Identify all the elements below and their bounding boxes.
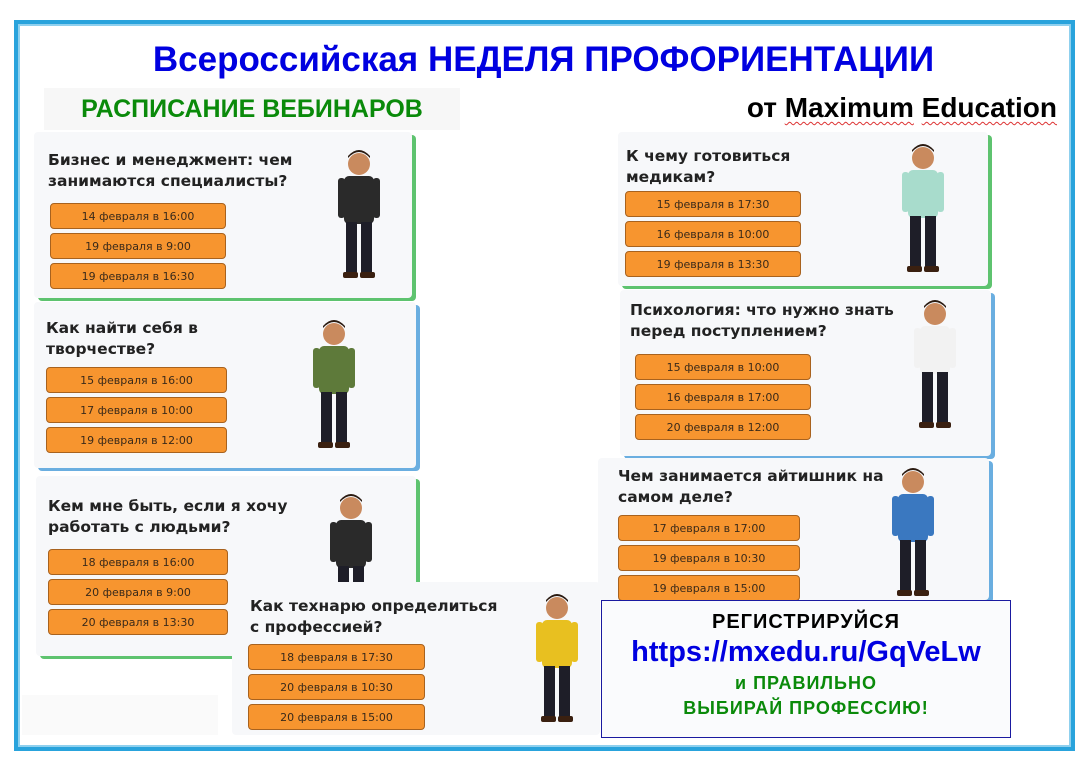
poster-title: Всероссийская НЕДЕЛЯ ПРОФОРИЕНТАЦИИ — [152, 40, 935, 79]
webinar-date-button[interactable]: 20 февраля в 10:30 — [248, 674, 425, 700]
brand-prefix: от — [746, 92, 777, 123]
webinar-card: Бизнес и менеджмент: чем занимаются спец… — [34, 132, 412, 298]
webinar-card: Как найти себя в творчестве? 15 февраля в… — [34, 302, 416, 468]
webinar-date-button[interactable]: 20 февраля в 13:30 — [48, 609, 228, 635]
webinar-title: К чему готовиться медикам? — [626, 147, 791, 186]
schedule-subtitle: РАСПИСАНИЕ ВЕБИНАРОВ — [44, 88, 460, 130]
webinar-date-button[interactable]: 19 февраля в 13:30 — [625, 251, 801, 277]
webinar-title: Чем занимается айтишник на самом деле? — [618, 467, 884, 506]
webinar-card: К чему готовиться медикам? 15 февраля в 1… — [618, 132, 988, 286]
webinar-date-button[interactable]: 19 февраля в 15:00 — [618, 575, 800, 601]
webinar-title: Бизнес и менеджмент: чем занимаются спец… — [48, 151, 293, 190]
webinar-title: Как технарю определиться с профессией? — [250, 597, 498, 636]
doctor-icon — [888, 140, 958, 279]
webinar-title: Как найти себя в творчестве? — [46, 319, 198, 358]
slogan-line-2: ВЫБИРАЙ ПРОФЕССИЮ! — [683, 698, 929, 718]
artist-icon — [299, 316, 369, 455]
brand-line: от Maximum Education — [747, 92, 1057, 124]
webinar-card: Чем занимается айтишник на самом деле? 17… — [598, 458, 989, 603]
webinar-title: Психология: что нужно знать перед поступ… — [630, 301, 894, 340]
webinar-date-button[interactable]: 20 февраля в 12:00 — [635, 414, 811, 440]
it-specialist-icon — [878, 464, 948, 603]
webinar-date-button[interactable]: 18 февраля в 17:30 — [248, 644, 425, 670]
webinar-date-button[interactable]: 19 февраля в 16:30 — [50, 263, 226, 289]
webinar-date-button[interactable]: 16 февраля в 10:00 — [625, 221, 801, 247]
webinar-date-button[interactable]: 20 февраля в 15:00 — [248, 704, 425, 730]
webinar-date-button[interactable]: 18 февраля в 16:00 — [48, 549, 228, 575]
webinar-date-button[interactable]: 16 февраля в 17:00 — [635, 384, 811, 410]
webinar-date-button[interactable]: 15 февраля в 17:30 — [625, 191, 801, 217]
registration-link[interactable]: https://mxedu.ru/GqVeLw — [631, 636, 981, 668]
engineer-icon — [522, 590, 592, 729]
webinar-date-button[interactable]: 15 февраля в 16:00 — [46, 367, 227, 393]
webinar-date-button[interactable]: 19 февраля в 10:30 — [618, 545, 800, 571]
brand-word-2: Education — [921, 92, 1057, 123]
webinar-card: Как технарю определиться с профессией? 18… — [232, 582, 600, 735]
webinar-date-button[interactable]: 19 февраля в 9:00 — [50, 233, 226, 259]
blank-area — [22, 695, 218, 735]
brand-word-1: Maximum — [784, 92, 914, 123]
register-label: РЕГИСТРИРУЙСЯ — [712, 611, 900, 633]
webinar-date-button[interactable]: 15 февраля в 10:00 — [635, 354, 811, 380]
webinar-date-button[interactable]: 20 февраля в 9:00 — [48, 579, 228, 605]
webinar-title: Кем мне быть, если я хочу работать с люд… — [48, 497, 288, 536]
webinar-date-button[interactable]: 19 февраля в 12:00 — [46, 427, 227, 453]
webinar-card: Кем мне быть, если я хочу работать с люд… — [36, 476, 416, 656]
webinar-date-button[interactable]: 17 февраля в 17:00 — [618, 515, 800, 541]
webinar-date-button[interactable]: 17 февраля в 10:00 — [46, 397, 227, 423]
registration-box: РЕГИСТРИРУЙСЯ https://mxedu.ru/GqVeLw и … — [601, 600, 1011, 738]
webinar-date-button[interactable]: 14 февраля в 16:00 — [50, 203, 226, 229]
slogan-line-1: и ПРАВИЛЬНО — [735, 673, 877, 693]
businessman-icon — [324, 146, 394, 285]
webinar-card: Психология: что нужно знать перед поступ… — [620, 290, 991, 456]
psychologist-icon — [900, 296, 970, 435]
